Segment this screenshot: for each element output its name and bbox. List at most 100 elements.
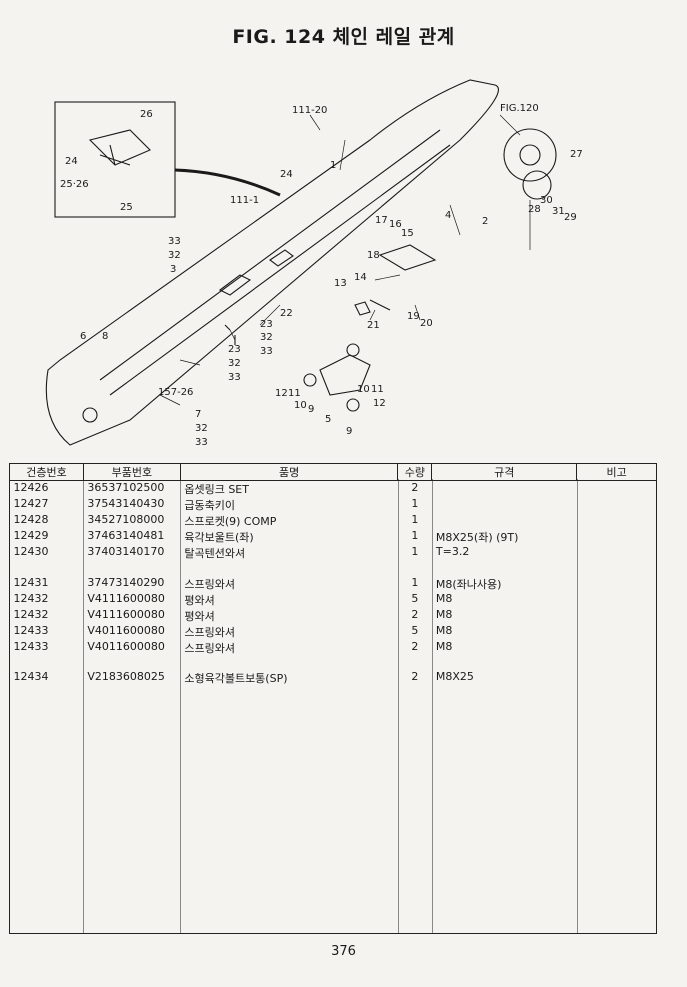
- cell-part: V4111600080: [87, 607, 165, 621]
- cell-note: [577, 481, 657, 498]
- cell-spec: M8X25: [435, 670, 474, 684]
- cell-note: [577, 624, 657, 640]
- page-number: 376: [331, 944, 356, 959]
- mark-a-right: [346, 343, 360, 357]
- cell-no: 12433: [13, 639, 49, 653]
- cell-part: 37403140170: [87, 545, 165, 558]
- cell-spec: M8X25(좌) (9T): [435, 531, 519, 544]
- cell-qty: 1: [411, 529, 419, 542]
- sprocket-large: [503, 128, 557, 182]
- callout-4: 4: [445, 210, 451, 221]
- callout-17: 17: [375, 215, 388, 226]
- header-spec: 규격: [431, 463, 578, 481]
- col-divider: [577, 479, 578, 933]
- cell-note: [577, 513, 657, 529]
- cell-spec: M8: [435, 623, 453, 637]
- cell-no: 12428: [13, 513, 49, 526]
- callout-21: 21: [367, 320, 380, 331]
- callout-26: 26: [140, 109, 153, 120]
- cell-name: 스프링와셔: [184, 625, 235, 639]
- callout-32: 32: [168, 250, 181, 261]
- cell-name: 옵셋링크 SET: [184, 483, 249, 496]
- callout-14: 14: [354, 272, 367, 283]
- callout-1: 1: [330, 160, 336, 171]
- callout-11b: 11: [371, 384, 384, 395]
- callout-33c: 33: [195, 437, 208, 448]
- cell-qty: 1: [411, 497, 419, 510]
- table-row: [10, 561, 657, 576]
- cell-spec: [432, 481, 577, 498]
- cell-part: V2183608025: [87, 670, 165, 684]
- callout-19: 19: [407, 311, 420, 322]
- cell-qty: [398, 656, 432, 671]
- callout-33: 33: [168, 236, 181, 247]
- header-part-name: 품명: [179, 463, 399, 481]
- cell-qty: 1: [411, 513, 419, 526]
- cell-qty: 5: [411, 623, 419, 637]
- callout-2: 2: [482, 216, 488, 227]
- cell-part: [83, 656, 180, 671]
- callout-10: 10: [294, 400, 307, 411]
- spring-21: [354, 301, 371, 316]
- callout-27: 27: [570, 149, 583, 160]
- cell-name: 스프링와셔: [184, 577, 235, 591]
- cell-note: [577, 608, 657, 624]
- cell-no: 12430: [13, 545, 49, 558]
- callout-33a: 33: [260, 346, 273, 357]
- cell-spec: [432, 497, 577, 513]
- callout-labels: 26 24 25·26 25 111-20 111-1 24 1 FIG.120…: [60, 103, 583, 448]
- header-part-number: 부품번호: [82, 463, 181, 481]
- cell-part: V4011600080: [87, 623, 165, 637]
- cell-part: 34527108000: [87, 513, 165, 526]
- cell-qty: 1: [411, 575, 419, 589]
- cell-spec: M8(좌나사용): [435, 577, 502, 591]
- cell-part: V4111600080: [87, 591, 165, 605]
- callout-16: 16: [389, 219, 402, 230]
- cell-note: [577, 576, 657, 592]
- inset-box: [54, 101, 176, 218]
- cell-note: [577, 497, 657, 513]
- cell-note: [577, 545, 657, 561]
- cell-qty: 2: [411, 639, 419, 653]
- cell-name: 평와셔: [184, 609, 215, 623]
- cell-note: [577, 592, 657, 608]
- cell-note: [577, 670, 657, 686]
- cell-note: [577, 529, 657, 545]
- callout-18: 18: [367, 250, 380, 261]
- callout-fig120: FIG.120: [500, 103, 539, 114]
- cell-part: 37463140481: [87, 529, 165, 542]
- table-header-row: 건층번호 부품번호 품명 수량 규격 비고: [9, 463, 657, 481]
- cell-qty: 2: [411, 670, 419, 684]
- callout-32c: 32: [195, 423, 208, 434]
- callout-6: 6: [80, 331, 86, 342]
- bracket-5: [319, 354, 371, 396]
- page-title: FIG. 124 체인 레일 관계: [232, 26, 455, 48]
- cell-name: 소형육각볼트보통(SP): [184, 672, 288, 686]
- cell-no: 12432: [13, 607, 49, 621]
- callout-12b: 12: [373, 398, 386, 409]
- callout-29: 29: [564, 212, 577, 223]
- callout-20: 20: [420, 318, 433, 329]
- cell-part: 37473140290: [87, 575, 165, 589]
- tension-arm: [369, 244, 437, 311]
- col-divider: [180, 479, 181, 933]
- callout-24: 24: [65, 156, 78, 167]
- cell-no: 12426: [13, 481, 49, 494]
- cell-no: 12431: [13, 575, 49, 589]
- table-row: 12431 37473140290 스프링와셔 1 M8(좌나사용): [10, 576, 657, 592]
- cell-no: [10, 561, 84, 576]
- cell-spec: M8: [435, 607, 453, 621]
- callout-9: 9: [308, 404, 314, 415]
- table-row: [10, 656, 657, 671]
- col-divider: [432, 479, 433, 933]
- cell-no: 12434: [13, 670, 49, 684]
